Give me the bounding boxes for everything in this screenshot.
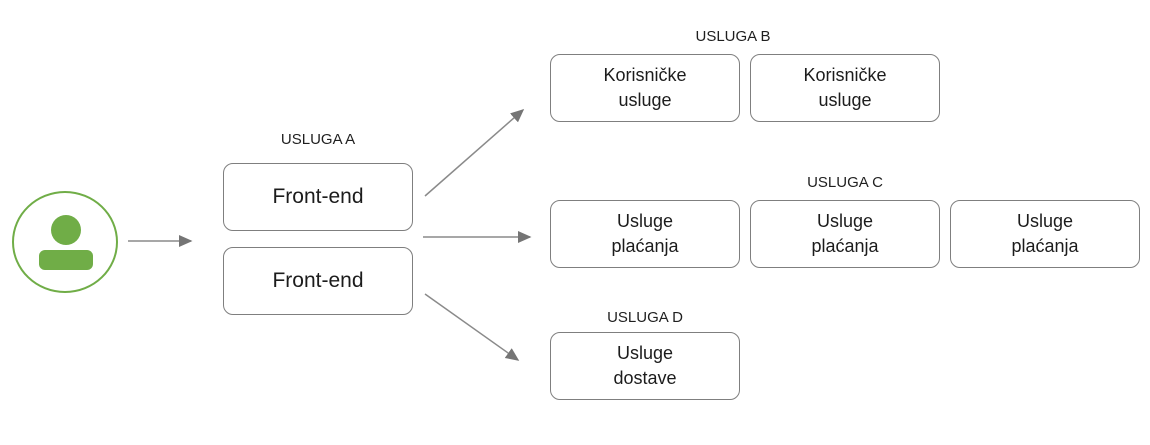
node-front-end-2-label: Front-end [272,269,364,292]
node-usluge-dostave: Usluge dostave [550,332,740,400]
node-front-end-2: Front-end [223,247,413,315]
group-label-usluga-a: USLUGA A [280,131,356,148]
node-korisnicke-usluge-2: Korisničke usluge [750,54,940,122]
node-korisnicke-usluge-1-label: Korisničke usluge [603,65,687,110]
person-icon [12,191,118,293]
node-front-end-1: Front-end [223,163,413,231]
node-korisnicke-usluge-1: Korisničke usluge [550,54,740,122]
group-label-usluga-c: USLUGA C [807,174,883,191]
person-icon-body [39,250,93,270]
node-front-end-1-label: Front-end [272,185,364,208]
arrow-usluga-a-to-usluga-b [424,109,525,197]
arrow-usluga-a-to-usluga-d [424,293,520,361]
node-usluge-placanja-2-label: Usluge plaćanja [811,211,879,256]
node-usluge-placanja-3: Usluge plaćanja [950,200,1140,268]
node-korisnicke-usluge-2-label: Korisničke usluge [803,65,887,110]
node-usluge-placanja-1-label: Usluge plaćanja [611,211,679,256]
group-label-usluga-d: USLUGA D [607,309,683,326]
node-usluge-placanja-2: Usluge plaćanja [750,200,940,268]
node-usluge-placanja-1: Usluge plaćanja [550,200,740,268]
person-icon-head [51,215,81,245]
node-usluge-dostave-label: Usluge dostave [613,343,677,388]
node-usluge-placanja-3-label: Usluge plaćanja [1011,211,1079,256]
group-label-usluga-b: USLUGA B [695,28,771,45]
